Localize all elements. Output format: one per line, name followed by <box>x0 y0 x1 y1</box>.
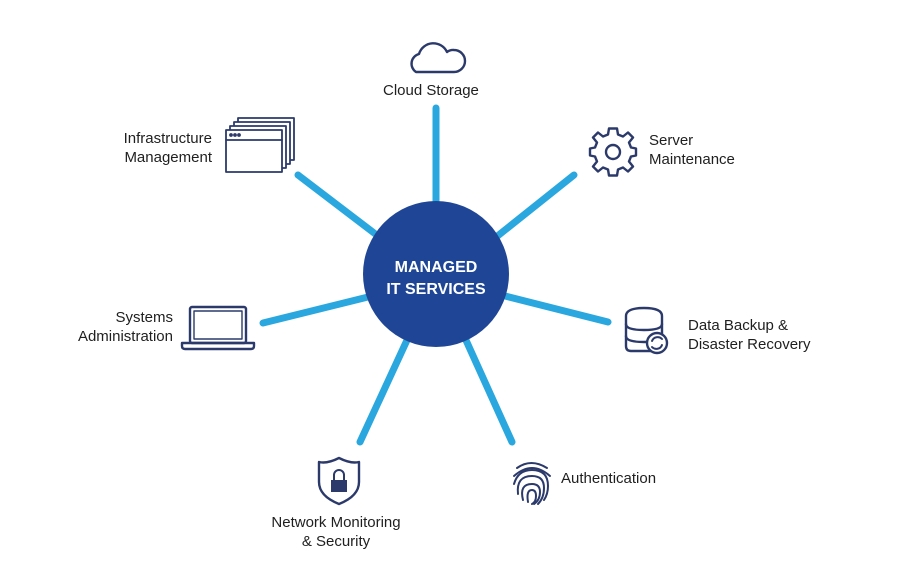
spoke-systems-administration <box>259 293 372 327</box>
spoke-infrastructure-management <box>294 171 382 240</box>
spoke-data-backup <box>501 292 612 326</box>
database-sync-icon <box>624 306 669 355</box>
hub-label-line1: MANAGED <box>394 259 478 276</box>
service-infrastructure-management: Infrastructure Management <box>90 129 212 167</box>
service-label: Infrastructure <box>123 130 212 147</box>
service-label: Cloud Storage <box>383 82 479 99</box>
service-label: & Security <box>301 533 371 550</box>
service-label: Network Monitoring <box>271 514 401 531</box>
hub-circle <box>363 201 509 347</box>
service-data-backup: Data Backup & Disaster Recovery <box>688 316 811 354</box>
service-cloud-storage: Cloud Storage <box>383 81 479 100</box>
service-label: Data Backup & <box>688 317 789 334</box>
spoke-server-maintenance <box>491 171 578 242</box>
service-label: Authentication <box>561 470 657 487</box>
service-label: Disaster Recovery <box>688 336 811 353</box>
service-label: Maintenance <box>649 151 735 168</box>
shield-lock-icon <box>317 456 361 506</box>
fingerprint-icon <box>513 462 551 505</box>
laptop-icon <box>180 305 256 351</box>
hub-label-line2: IT SERVICES <box>386 281 486 298</box>
service-label: Server <box>649 132 694 149</box>
service-label: Administration <box>77 328 173 345</box>
service-server-maintenance: Server Maintenance <box>649 131 735 169</box>
spoke-authentication <box>461 334 516 446</box>
service-network-monitoring: Network Monitoring & Security <box>252 513 420 551</box>
service-label: Management <box>124 149 212 166</box>
service-systems-administration: Systems Administration <box>40 308 173 346</box>
gear-icon <box>588 127 638 177</box>
browser-windows-icon <box>225 117 295 173</box>
hub-label: MANAGED IT SERVICES <box>363 257 509 301</box>
service-label: Systems <box>115 309 173 326</box>
cloud-icon <box>410 42 467 74</box>
service-authentication: Authentication <box>561 469 656 488</box>
spoke-network-monitoring <box>356 334 412 446</box>
